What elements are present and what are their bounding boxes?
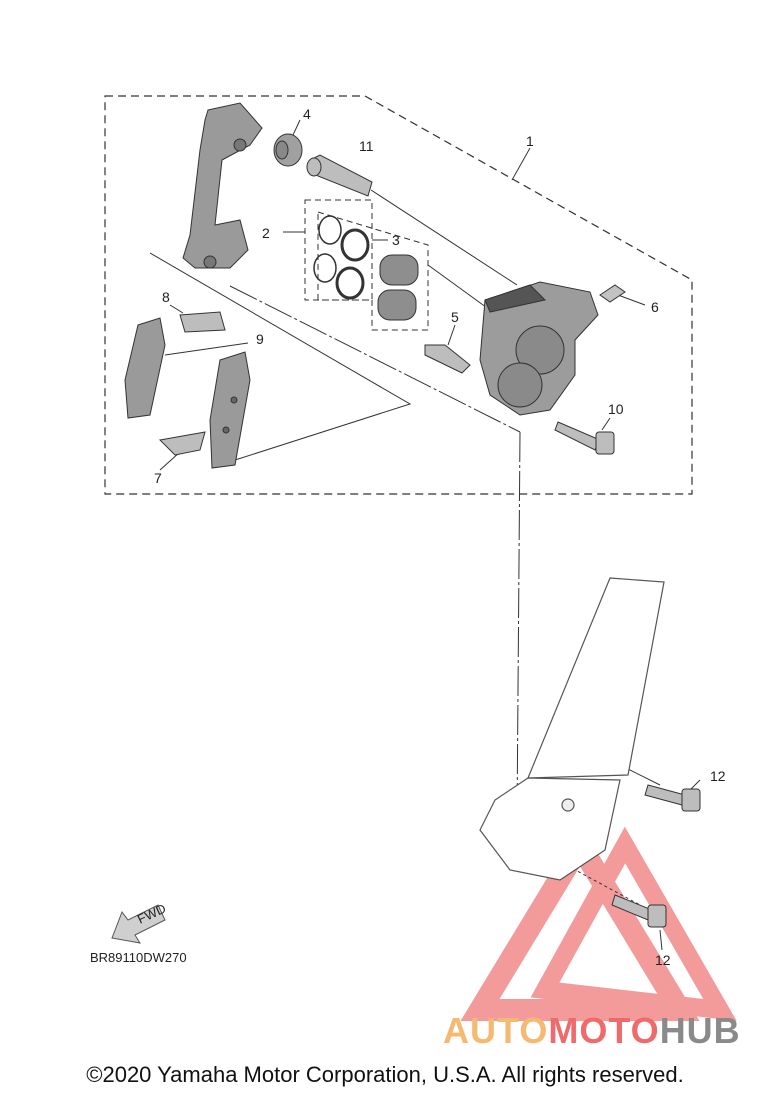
- brake-pads: [124, 317, 251, 469]
- piston-group-outline: [317, 211, 429, 331]
- callout-12-upper: 12: [710, 768, 726, 784]
- callout-6: 6: [651, 299, 659, 315]
- callout-1: 1: [526, 133, 534, 149]
- fork-leg: [479, 577, 665, 881]
- callout-4: 4: [303, 106, 311, 122]
- callout-12-lower: 12: [655, 952, 671, 968]
- assembly-outline: [104, 95, 693, 495]
- brand-hub: HUB: [659, 1010, 741, 1051]
- copyright-notice: ©2020 Yamaha Motor Corporation, U.S.A. A…: [86, 1062, 684, 1087]
- bolt-12-upper: [644, 784, 701, 812]
- bolt-12-lower: [611, 894, 667, 928]
- bolt-10: [554, 421, 615, 455]
- watermark-logo: [460, 823, 737, 1021]
- watermark-brand: AUTOMOTOHUB: [443, 1010, 763, 1052]
- pad-spring-8: [179, 311, 226, 333]
- slide-pin-5: [424, 344, 471, 374]
- caliper-bracket: [182, 102, 263, 269]
- leader-lines: [149, 119, 701, 951]
- brand-moto: MOTO: [548, 1010, 660, 1051]
- callout-3: 3: [392, 232, 400, 248]
- pad-spring-7: [158, 431, 206, 456]
- callout-8: 8: [162, 289, 170, 305]
- callout-11: 11: [359, 138, 374, 154]
- seal-group-outline: [304, 199, 373, 301]
- callout-5: 5: [451, 309, 459, 325]
- fwd-arrow-icon: FWD: [111, 901, 168, 944]
- bleeder-screw: [599, 284, 626, 303]
- callout-9: 9: [256, 331, 264, 347]
- callout-7: 7: [154, 470, 162, 486]
- caliper-body: [479, 281, 599, 416]
- diagram-code: BR89110DW270: [90, 950, 187, 965]
- brand-auto: AUTO: [443, 1010, 549, 1051]
- pistons: [377, 254, 419, 321]
- piston-seals: [313, 215, 370, 300]
- pin-sleeve: [273, 133, 303, 167]
- callout-10: 10: [608, 401, 624, 417]
- slide-pin-11: [306, 154, 373, 197]
- callout-2: 2: [262, 225, 270, 241]
